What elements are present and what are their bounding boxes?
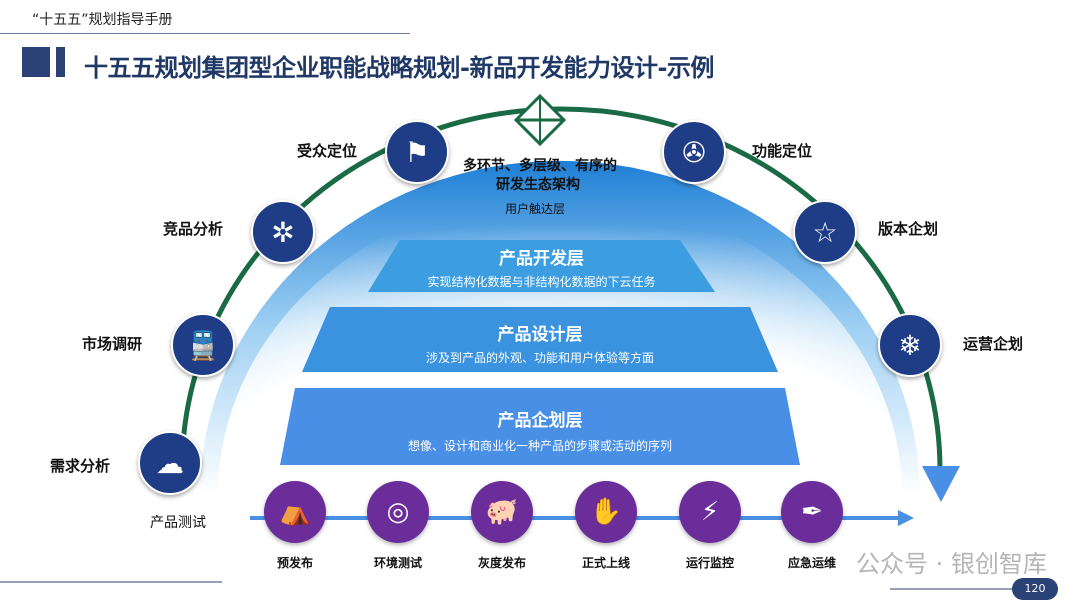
step-label: 灰度发布: [477, 556, 526, 570]
layer-title: 产品设计层: [497, 325, 583, 345]
timeline-arrowhead: [898, 510, 914, 526]
arc-label-operation: 运营企划: [963, 335, 1024, 353]
layer-desc: 涉及到产品的外观、功能和用户体验等方面: [425, 351, 654, 365]
step-label: 应急运维: [787, 556, 836, 570]
layer-desc: 实现结构化数据与非结构化数据的下云任务: [427, 275, 656, 289]
layer-design: 产品设计层 涉及到产品的外观、功能和用户体验等方面: [302, 320, 778, 366]
launch-icon: ⛺: [264, 481, 326, 543]
center-title-1: 多环节、多层级、有序的: [463, 158, 617, 174]
arc-label-version: 版本企划: [878, 220, 939, 238]
layer-title: 产品开发层: [499, 249, 584, 269]
arc-label-competitor: 竞品分析: [163, 220, 224, 238]
arc-arrowhead: [922, 466, 960, 502]
arc-label-market: 市场调研: [82, 335, 143, 353]
page-number: 120: [1012, 578, 1058, 600]
step-label: 环境测试: [373, 556, 422, 570]
fan-icon: ✇: [662, 120, 726, 184]
shooting-star-icon: ☆: [793, 200, 857, 264]
title-marker: [22, 47, 50, 77]
document-title: “十五五”规划指导手册: [32, 12, 173, 28]
train-icon: 🚆: [171, 313, 235, 377]
step-label: 预发布: [276, 556, 313, 570]
step-label: 运行监控: [685, 556, 734, 570]
layer-plan: 产品企划层 想像、设计和商业化一种产品的步骤或活动的序列: [280, 406, 800, 454]
top-diamond-icon: [513, 93, 567, 147]
layer-dev-shape: [368, 240, 715, 292]
piggy-bank-icon: 🐖: [471, 481, 533, 543]
watermark: 公众号 · 银创智库: [856, 550, 1047, 578]
layer-title: 产品企划层: [497, 411, 583, 431]
map-icon: ⚑: [385, 120, 449, 184]
arc-label-function: 功能定位: [752, 142, 813, 160]
page-title: 十五五规划集团型企业职能战略规划-新品开发能力设计-示例: [84, 54, 714, 82]
step-label: 正式上线: [581, 556, 630, 570]
arc-label-demand: 需求分析: [50, 457, 111, 475]
satellite-icon: ✲: [251, 200, 315, 264]
header-divider: [0, 33, 410, 34]
test-label: 产品测试: [150, 515, 206, 531]
snowflake-icon: ❄: [878, 313, 942, 377]
title-marker-bar: [56, 47, 65, 77]
layer-dev: 产品开发层 实现结构化数据与非结构化数据的下云任务: [368, 244, 715, 290]
arc-line: [179, 106, 943, 471]
hand-coins-icon: ✋: [575, 481, 637, 543]
spiral-icon: ◎: [367, 481, 429, 543]
center-title-2: 研发生态架构: [496, 177, 580, 193]
layer-design-shape: [302, 307, 778, 372]
sound-cloud-icon: ☁: [138, 431, 202, 495]
plug-icon: ⚡: [679, 481, 741, 543]
feather-icon: ✒: [781, 481, 843, 543]
arc-label-audience: 受众定位: [297, 142, 358, 160]
layer-desc: 想像、设计和商业化一种产品的步骤或活动的序列: [407, 439, 672, 453]
user-layer-label: 用户触达层: [505, 202, 566, 216]
layer-plan-shape: [280, 388, 800, 465]
